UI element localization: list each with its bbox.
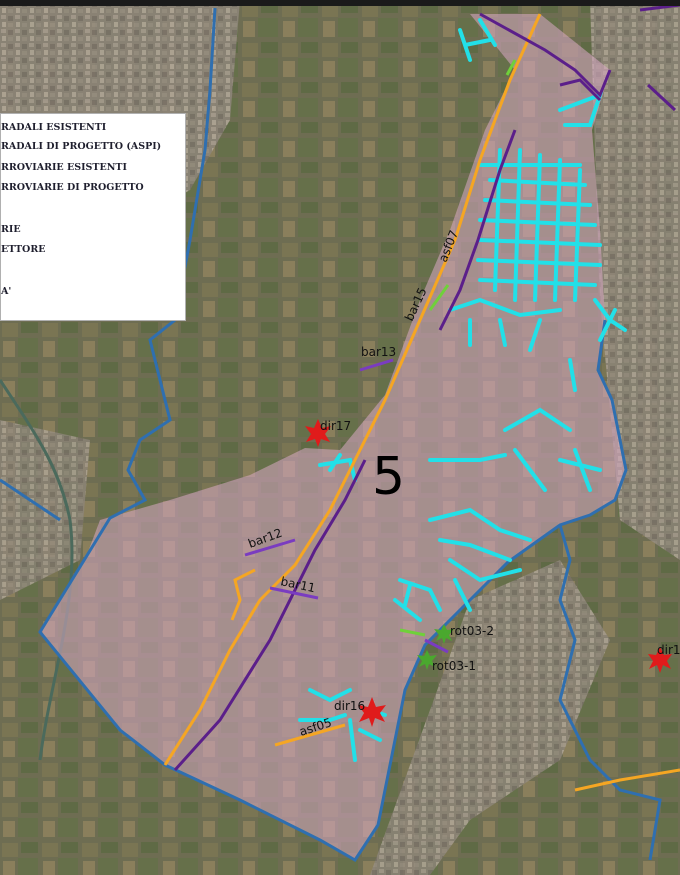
river: [0, 379, 74, 761]
motorway: [163, 13, 680, 792]
legend-row: ETTORE: [1, 244, 46, 255]
top-border: [0, 0, 680, 6]
green-star-icon[interactable]: [417, 650, 437, 670]
zone-5-area: [40, 14, 626, 860]
red-star-icon[interactable]: [305, 419, 331, 447]
project-segments: [244, 59, 517, 654]
label-dir-partial: dir1: [657, 643, 680, 657]
green-star-icon[interactable]: [434, 624, 454, 644]
local-roads: [298, 18, 627, 762]
legend-row: RADALI DI PROGETTO (ASPI): [1, 141, 162, 152]
label-dir17: dir17: [320, 419, 352, 433]
zone-number: 5: [372, 447, 406, 507]
label-rot03-1: rot03-1: [432, 659, 476, 673]
red-star-icon[interactable]: [358, 697, 386, 727]
label-bar13: bar13: [361, 345, 397, 359]
legend-row: A': [1, 286, 12, 297]
legend-row: RADALI ESISTENTI: [1, 122, 107, 133]
label-rot03-2: rot03-2: [450, 624, 494, 638]
zone-borders: [0, 7, 662, 863]
map-legend: RADALI ESISTENTI RADALI DI PROGETTO (ASP…: [0, 113, 186, 321]
legend-row: RROVIARIE ESISTENTI: [1, 162, 127, 173]
label-dir16: dir16: [334, 699, 366, 713]
red-star-icon[interactable]: [648, 647, 672, 673]
urban-area-southeast: [370, 560, 610, 875]
legend-row: RROVIARIE DI PROGETTO: [1, 182, 144, 193]
legend-row: RIE: [1, 224, 21, 235]
